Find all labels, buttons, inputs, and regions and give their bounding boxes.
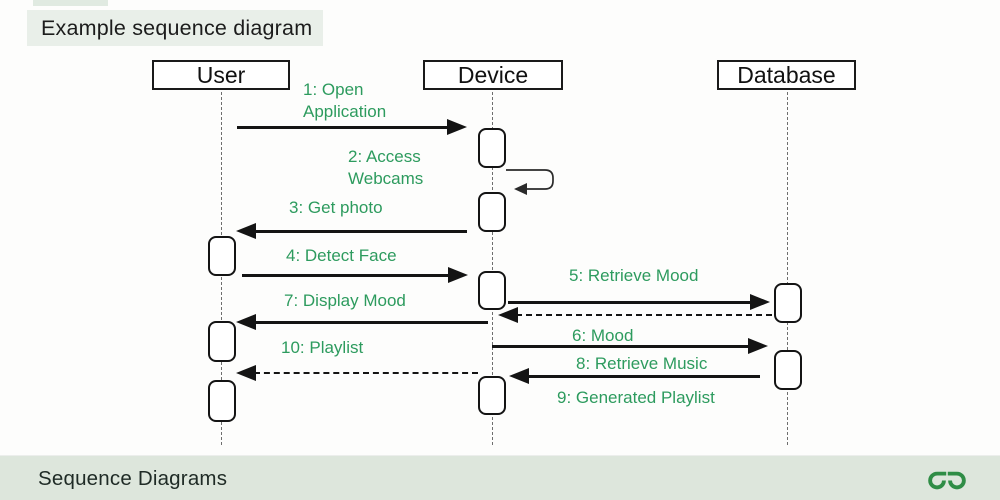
message-2-label: 2: Access Webcams: [348, 147, 424, 189]
activation-box-device-3: [478, 271, 506, 310]
arrowhead-right-icon: [448, 267, 468, 283]
arrowhead-right-icon: [447, 119, 467, 135]
message-3-label: 3: Get photo: [289, 198, 383, 217]
activation-box-device-2: [478, 192, 506, 232]
arrowhead-right-icon: [750, 294, 770, 310]
page-title: Example sequence diagram: [41, 15, 313, 40]
actor-box-database: Database: [717, 60, 856, 90]
message-8-line: [492, 345, 750, 348]
message-7-line: [254, 321, 488, 324]
message-4-line: [242, 274, 450, 277]
activation-box-device-4: [478, 376, 506, 415]
message-1-line: [237, 126, 449, 129]
title-highlight: Example sequence diagram: [27, 10, 323, 46]
geeksforgeeks-logo: [928, 471, 966, 490]
lifeline-device: [492, 92, 493, 445]
footer-title: Sequence Diagrams: [38, 466, 228, 490]
activation-box-device-1: [478, 128, 506, 168]
message-8-label: 8: Retrieve Music: [576, 354, 708, 373]
message-9-label: 9: Generated Playlist: [557, 388, 715, 407]
top-accent-strip: [33, 0, 108, 6]
message-10-label: 10: Playlist: [281, 338, 364, 357]
actor-label-device: Device: [457, 61, 529, 88]
message-1-label: 1: Open Application: [303, 80, 387, 122]
activation-box-user-2: [208, 321, 236, 362]
actor-box-device: Device: [423, 60, 563, 90]
arrowhead-right-icon: [748, 338, 768, 354]
actor-label-database: Database: [737, 61, 836, 88]
arrowhead-left-icon: [509, 368, 529, 384]
actor-label-user: User: [196, 61, 246, 88]
arrowhead-left-icon: [498, 307, 518, 323]
activation-box-database-1: [774, 283, 802, 323]
message-6-line: [516, 314, 772, 316]
arrowhead-left-icon: [236, 365, 256, 381]
message-5-label: 5: Retrieve Mood: [569, 266, 699, 285]
message-7-label: 7: Display Mood: [284, 291, 406, 310]
arrowhead-left-icon: [514, 183, 527, 195]
message-6-label: 6: Mood: [572, 326, 634, 345]
self-message-loop: [506, 169, 554, 195]
arrowhead-left-icon: [236, 314, 256, 330]
message-3-line: [254, 230, 467, 233]
message-10-line: [254, 372, 478, 374]
activation-box-user-1: [208, 236, 236, 276]
message-5-line: [508, 301, 752, 304]
activation-box-user-3: [208, 380, 236, 422]
lifeline-database: [787, 92, 788, 445]
message-9-line: [527, 375, 760, 378]
arrowhead-left-icon: [236, 223, 256, 239]
footer-bar: Sequence Diagrams: [0, 455, 1000, 500]
message-4-label: 4: Detect Face: [286, 246, 397, 265]
activation-box-database-2: [774, 350, 802, 390]
actor-box-user: User: [152, 60, 290, 90]
